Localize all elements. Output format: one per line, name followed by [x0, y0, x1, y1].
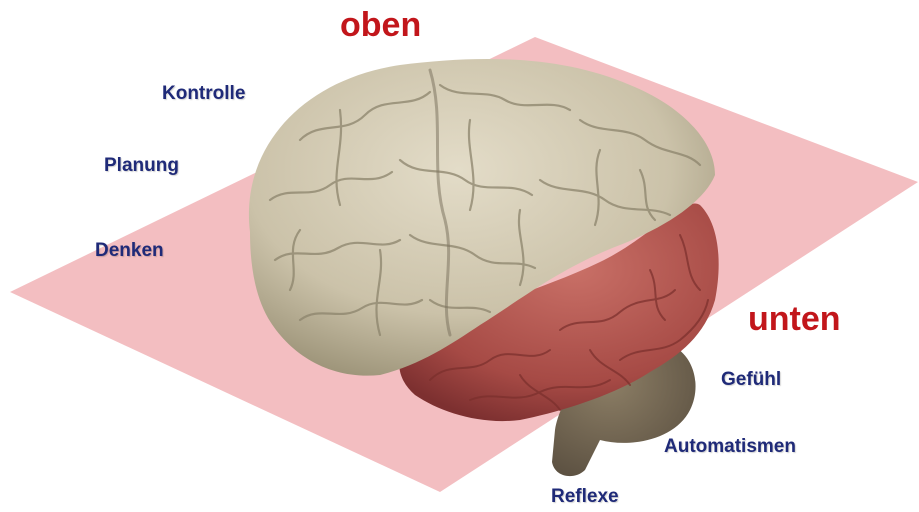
- bottom-heading: unten: [748, 300, 841, 339]
- label-feeling: Gefühl: [721, 369, 781, 391]
- label-thinking: Denken: [95, 240, 164, 262]
- label-reflexes: Reflexe: [551, 486, 619, 508]
- label-control: Kontrolle: [162, 83, 245, 105]
- top-heading: oben: [340, 6, 421, 45]
- label-planning: Planung: [104, 155, 179, 177]
- label-automatisms: Automatismen: [664, 436, 796, 458]
